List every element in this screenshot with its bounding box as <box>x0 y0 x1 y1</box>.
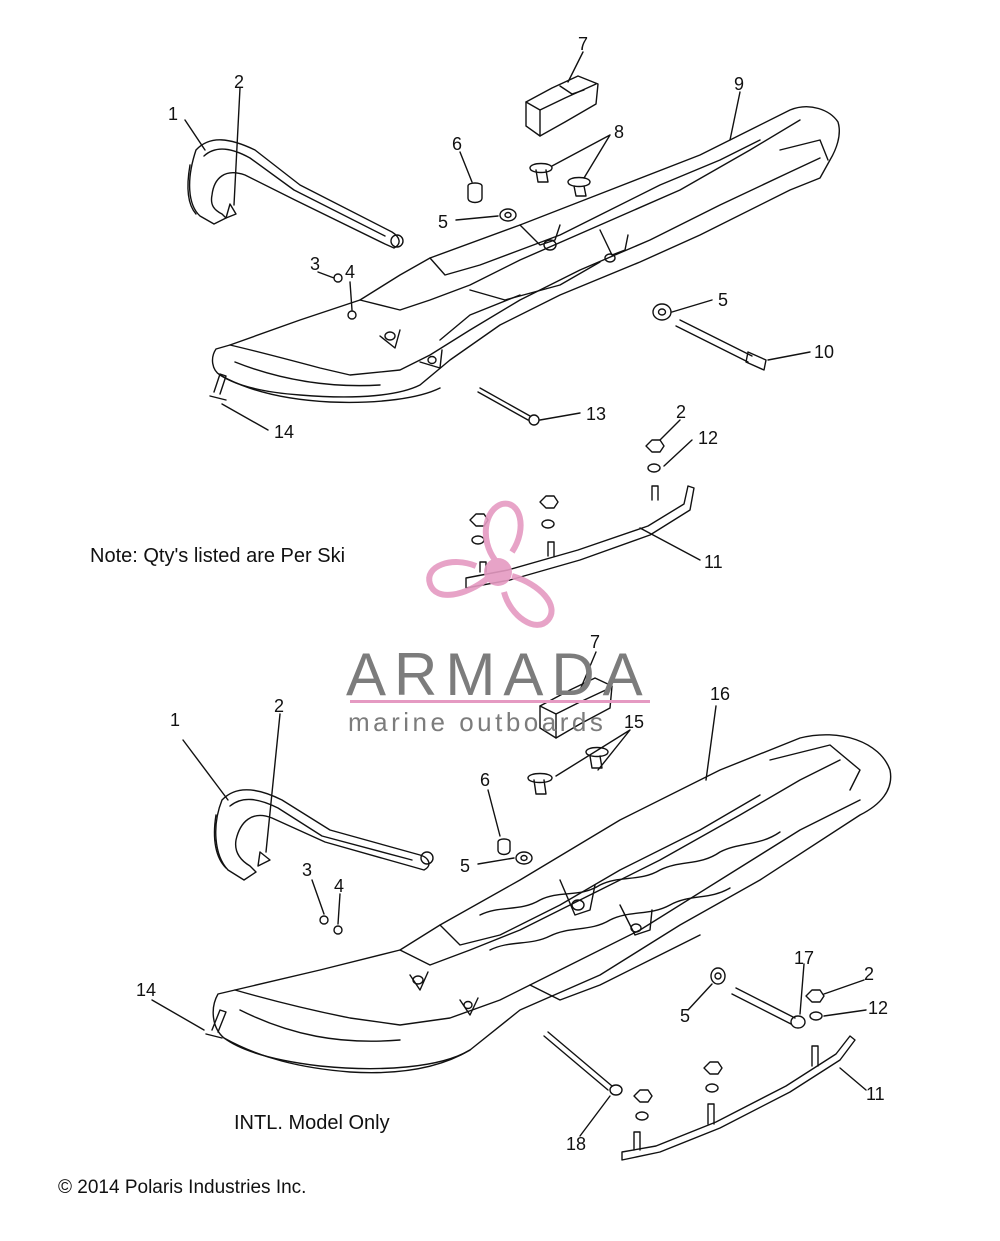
wear-block-top <box>525 75 599 137</box>
runner-bottom <box>621 1035 856 1161</box>
callout: 14 <box>136 980 156 1000</box>
callout: 5 <box>718 290 728 310</box>
handle-top <box>187 139 404 249</box>
callout: 8 <box>614 122 624 142</box>
watermark-rule <box>350 700 650 703</box>
callout: 12 <box>698 428 718 448</box>
callout: 3 <box>302 860 312 880</box>
callout: 11 <box>866 1084 885 1104</box>
callout: 13 <box>586 404 606 424</box>
callout: 2 <box>676 402 686 422</box>
callout: 4 <box>345 262 355 282</box>
callout: 4 <box>334 876 344 896</box>
ski-bottom <box>212 734 892 1074</box>
callout: 2 <box>234 72 244 92</box>
callout: 5 <box>460 856 470 876</box>
callout: 7 <box>590 632 600 652</box>
callout: 18 <box>566 1134 586 1154</box>
callout: 15 <box>624 712 644 732</box>
callout: 2 <box>864 964 874 984</box>
callout: 6 <box>480 770 490 790</box>
callout: 9 <box>734 74 744 94</box>
intl-note: INTL. Model Only <box>234 1112 390 1134</box>
copyright: © 2014 Polaris Industries Inc. <box>58 1177 307 1198</box>
callout: 5 <box>680 1006 690 1026</box>
callout: 3 <box>310 254 320 274</box>
callout: 11 <box>704 552 723 572</box>
callout: 6 <box>452 134 462 154</box>
callout: 14 <box>274 422 294 442</box>
callout: 16 <box>710 684 730 704</box>
callout: 7 <box>578 34 588 54</box>
watermark-brand: ARMADA <box>346 641 651 708</box>
callout: 1 <box>168 104 178 124</box>
watermark-tagline: marine outboards <box>348 707 607 737</box>
handle-bottom <box>213 789 434 881</box>
callout: 5 <box>438 212 448 232</box>
qty-note: Note: Qty's listed are Per Ski <box>90 545 346 567</box>
bolt-top <box>675 319 753 363</box>
callout: 1 <box>170 710 180 730</box>
bushing-top <box>467 182 483 204</box>
propeller-logo <box>426 500 555 628</box>
callout: 2 <box>274 696 284 716</box>
callout: 12 <box>868 998 888 1018</box>
callout: 17 <box>794 948 814 968</box>
ski-top <box>211 106 840 404</box>
callout: 10 <box>814 342 834 362</box>
